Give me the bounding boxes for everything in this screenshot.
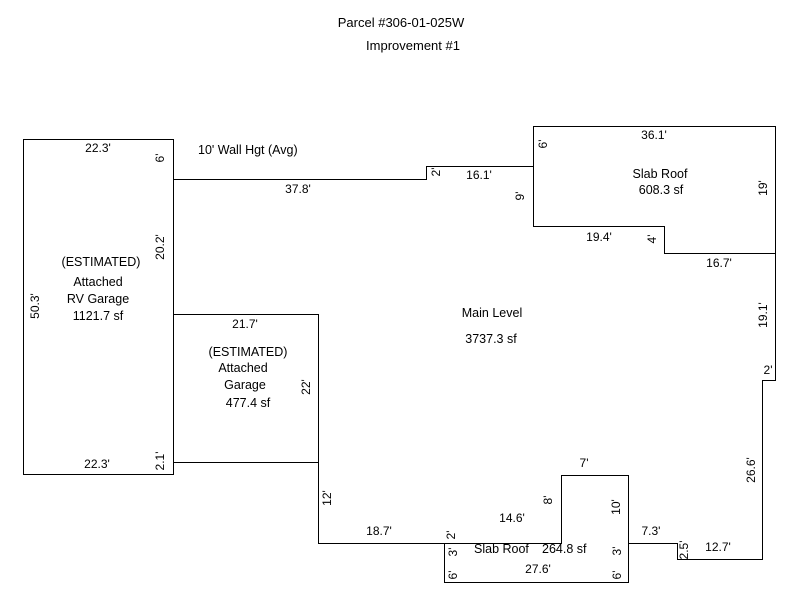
dim-slab-step: 4' bbox=[645, 235, 659, 244]
dim-main-right-lower: 26.6' bbox=[744, 457, 758, 483]
dim-rv-bottom: 22.3' bbox=[84, 457, 110, 471]
rv-garage-name-line2: RV Garage bbox=[67, 292, 129, 306]
slab-roof-top-name: Slab Roof bbox=[633, 167, 688, 181]
slab-roof-top-area: 608.3 sf bbox=[639, 183, 684, 197]
slab-roof-bottom-outline bbox=[444, 543, 629, 583]
garage-estimated: (ESTIMATED) bbox=[209, 345, 288, 359]
dim-slab2-right-upper: 3' bbox=[610, 547, 624, 556]
dim-garage-top: 21.7' bbox=[232, 317, 258, 331]
dim-main-step-left: 2' bbox=[444, 531, 458, 540]
dim-main-bottom-mid-left: 14.6' bbox=[499, 511, 525, 525]
garage-outline bbox=[173, 314, 319, 463]
garage-area: 477.4 sf bbox=[226, 396, 271, 410]
dim-slab2-left-upper: 3' bbox=[446, 548, 460, 557]
dim-main-bottom-left: 18.7' bbox=[366, 524, 392, 538]
dim-slab-bottom-right: 16.7' bbox=[706, 256, 732, 270]
rv-garage-name-line1: Attached bbox=[73, 275, 122, 289]
dim-rv-right-bottom: 2.1' bbox=[153, 452, 167, 471]
dim-main-top-mid: 16.1' bbox=[466, 168, 492, 182]
dim-rv-right-mid: 20.2' bbox=[153, 234, 167, 260]
dim-notch-right: 10' bbox=[609, 499, 623, 515]
dim-main-right-jog: 2' bbox=[764, 363, 773, 377]
dim-main-top-left: 37.8' bbox=[285, 182, 311, 196]
slab-roof-bottom-name: Slab Roof bbox=[474, 542, 529, 556]
main-level-outline bbox=[173, 166, 776, 560]
main-level-area: 3737.3 sf bbox=[465, 332, 517, 346]
dim-slab2-bottom: 27.6' bbox=[525, 562, 551, 576]
dim-notch-top: 7' bbox=[580, 456, 589, 470]
dim-main-left-lower: 12' bbox=[320, 490, 334, 506]
dim-slab2-right-lower: 6' bbox=[610, 571, 624, 580]
dim-slab-left-lower: 9' bbox=[513, 192, 527, 201]
garage-name-line1: Attached bbox=[218, 361, 267, 375]
rv-garage-area: 1121.7 sf bbox=[73, 309, 124, 323]
dim-rv-right-top: 6' bbox=[153, 154, 167, 163]
improvement-title: Improvement #1 bbox=[366, 38, 460, 53]
rv-garage-outline bbox=[23, 139, 174, 475]
dim-rv-left: 50.3' bbox=[28, 293, 42, 319]
main-level-name: Main Level bbox=[462, 306, 522, 320]
wall-height-note: 10' Wall Hgt (Avg) bbox=[198, 143, 298, 157]
slab-roof-top-outline bbox=[533, 126, 776, 254]
parcel-title: Parcel #306-01-025W bbox=[338, 15, 465, 30]
dim-slab2-left-lower: 6' bbox=[446, 571, 460, 580]
dim-slab-bottom-left: 19.4' bbox=[586, 230, 612, 244]
rv-garage-estimated: (ESTIMATED) bbox=[62, 255, 141, 269]
dim-slab-top-width: 36.1' bbox=[641, 128, 667, 142]
dim-garage-right: 22' bbox=[299, 379, 313, 395]
dim-main-step-right: 2.5' bbox=[677, 541, 691, 560]
dim-main-right-upper: 19.1' bbox=[756, 302, 770, 328]
dim-main-bottom-right: 12.7' bbox=[705, 540, 731, 554]
dim-notch-left: 8' bbox=[541, 496, 555, 505]
dim-slab-left-upper: 6' bbox=[536, 140, 550, 149]
dim-slab-right: 19' bbox=[756, 180, 770, 196]
garage-name-line2: Garage bbox=[224, 378, 266, 392]
dim-main-step-up: 2' bbox=[429, 168, 443, 177]
dim-rv-top: 22.3' bbox=[85, 141, 111, 155]
slab-roof-bottom-area: 264.8 sf bbox=[542, 542, 587, 556]
dim-main-bottom-mid-right: 7.3' bbox=[642, 524, 661, 538]
